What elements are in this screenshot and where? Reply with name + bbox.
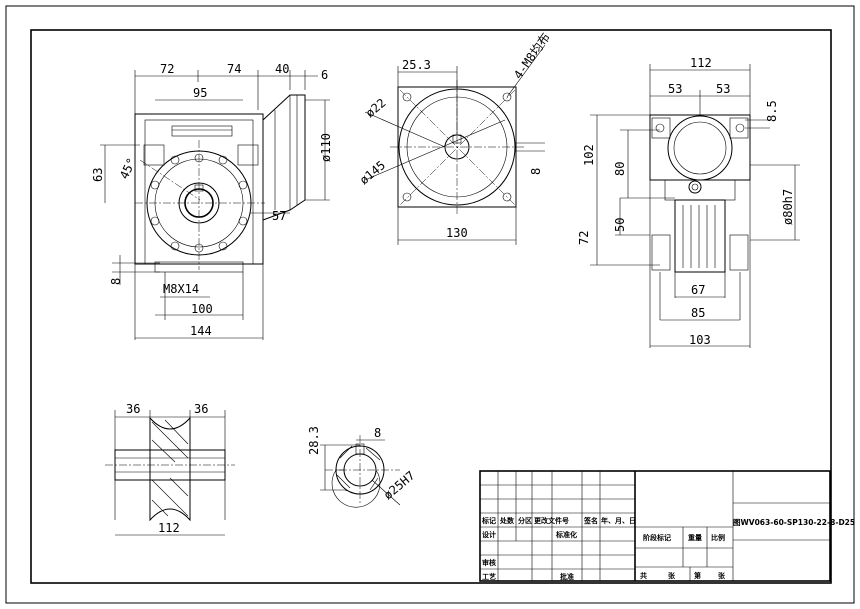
dim-8-5: 8.5 bbox=[765, 100, 779, 122]
dim-103: 103 bbox=[689, 333, 711, 347]
hub-section-view: 28.3 8 ø25H7 bbox=[307, 426, 418, 508]
tb-design: 设计 bbox=[482, 530, 496, 539]
holes-4-m8: 4-M8均布 bbox=[511, 30, 553, 81]
dim-6: 6 bbox=[321, 68, 328, 82]
dim-130: 130 bbox=[446, 226, 468, 240]
tb-sign: 签名 bbox=[583, 516, 598, 525]
dim-40: 40 bbox=[275, 62, 289, 76]
front-view: 72 74 40 6 95 ø110 bbox=[91, 62, 333, 340]
tb-scale: 比例 bbox=[711, 533, 725, 542]
dim-36-left: 36 bbox=[126, 402, 140, 416]
dim-112-side: 112 bbox=[690, 56, 712, 70]
dim-50: 50 bbox=[613, 218, 627, 232]
title-block: 标记 处数 分区 更改文件号 签名 年、月、日 设计 标准化 审核 工艺 批准 … bbox=[479, 470, 855, 582]
tb-date: 年、月、日 bbox=[601, 516, 636, 525]
dim-85: 85 bbox=[691, 306, 705, 320]
dim-36-right: 36 bbox=[194, 402, 208, 416]
tb-docno: 更改文件号 bbox=[534, 516, 569, 525]
dim-8-hub: 8 bbox=[374, 426, 381, 440]
tb-sheet1: 张 bbox=[668, 571, 676, 580]
tb-standard: 标准化 bbox=[555, 530, 577, 539]
dim-144: 144 bbox=[190, 324, 212, 338]
tb-weight: 重量 bbox=[688, 533, 702, 542]
dim-95: 95 bbox=[193, 86, 207, 100]
dim-57: 57 bbox=[272, 209, 286, 223]
dim-67: 67 bbox=[691, 283, 705, 297]
shaft-section-view: 36 36 112 bbox=[105, 402, 235, 536]
dim-8-flange: 8 bbox=[529, 168, 543, 175]
tb-stage-mark: 阶段标记 bbox=[643, 533, 671, 542]
dim-25-3: 25.3 bbox=[402, 58, 431, 72]
dim-53-right: 53 bbox=[716, 82, 730, 96]
outer-border bbox=[5, 5, 855, 604]
thread-m8x14: M8X14 bbox=[163, 282, 199, 296]
flange-view: 25.3 4-M8均布 ø22 ø145 8 130 bbox=[357, 30, 553, 245]
dim-25h7: ø25H7 bbox=[381, 468, 418, 502]
dim-74: 74 bbox=[227, 62, 241, 76]
tb-drawing-number: 图WV063-60-SP130-22-8-D25 bbox=[733, 518, 855, 527]
side-view: 112 53 53 8.5 102 bbox=[577, 56, 800, 348]
dim-63: 63 bbox=[91, 168, 105, 182]
dim-28-3: 28.3 bbox=[307, 426, 321, 455]
tb-count: 处数 bbox=[499, 516, 515, 525]
tb-mark: 标记 bbox=[481, 516, 496, 525]
tb-review: 审核 bbox=[482, 558, 496, 567]
tb-sheet2: 张 bbox=[718, 571, 726, 580]
tb-zone: 分区 bbox=[518, 516, 532, 525]
dim-72: 72 bbox=[160, 62, 174, 76]
dim-72-side: 72 bbox=[577, 231, 591, 245]
tb-process: 工艺 bbox=[482, 572, 496, 581]
tb-approve: 批准 bbox=[560, 572, 574, 581]
tb-total: 共 bbox=[640, 571, 647, 580]
dim-102: 102 bbox=[582, 144, 596, 166]
dim-45deg: 45° bbox=[117, 156, 139, 182]
dim-8-front: 8 bbox=[109, 278, 123, 285]
dim-100: 100 bbox=[191, 302, 213, 316]
dim-110: ø110 bbox=[319, 133, 333, 162]
tb-page: 第 bbox=[694, 571, 701, 580]
dim-80: 80 bbox=[613, 162, 627, 176]
dim-145: ø145 bbox=[357, 158, 388, 187]
inner-border bbox=[30, 29, 832, 584]
dim-80h7: ø80h7 bbox=[781, 189, 795, 225]
dim-53-left: 53 bbox=[668, 82, 682, 96]
dim-112-shaft: 112 bbox=[158, 521, 180, 535]
